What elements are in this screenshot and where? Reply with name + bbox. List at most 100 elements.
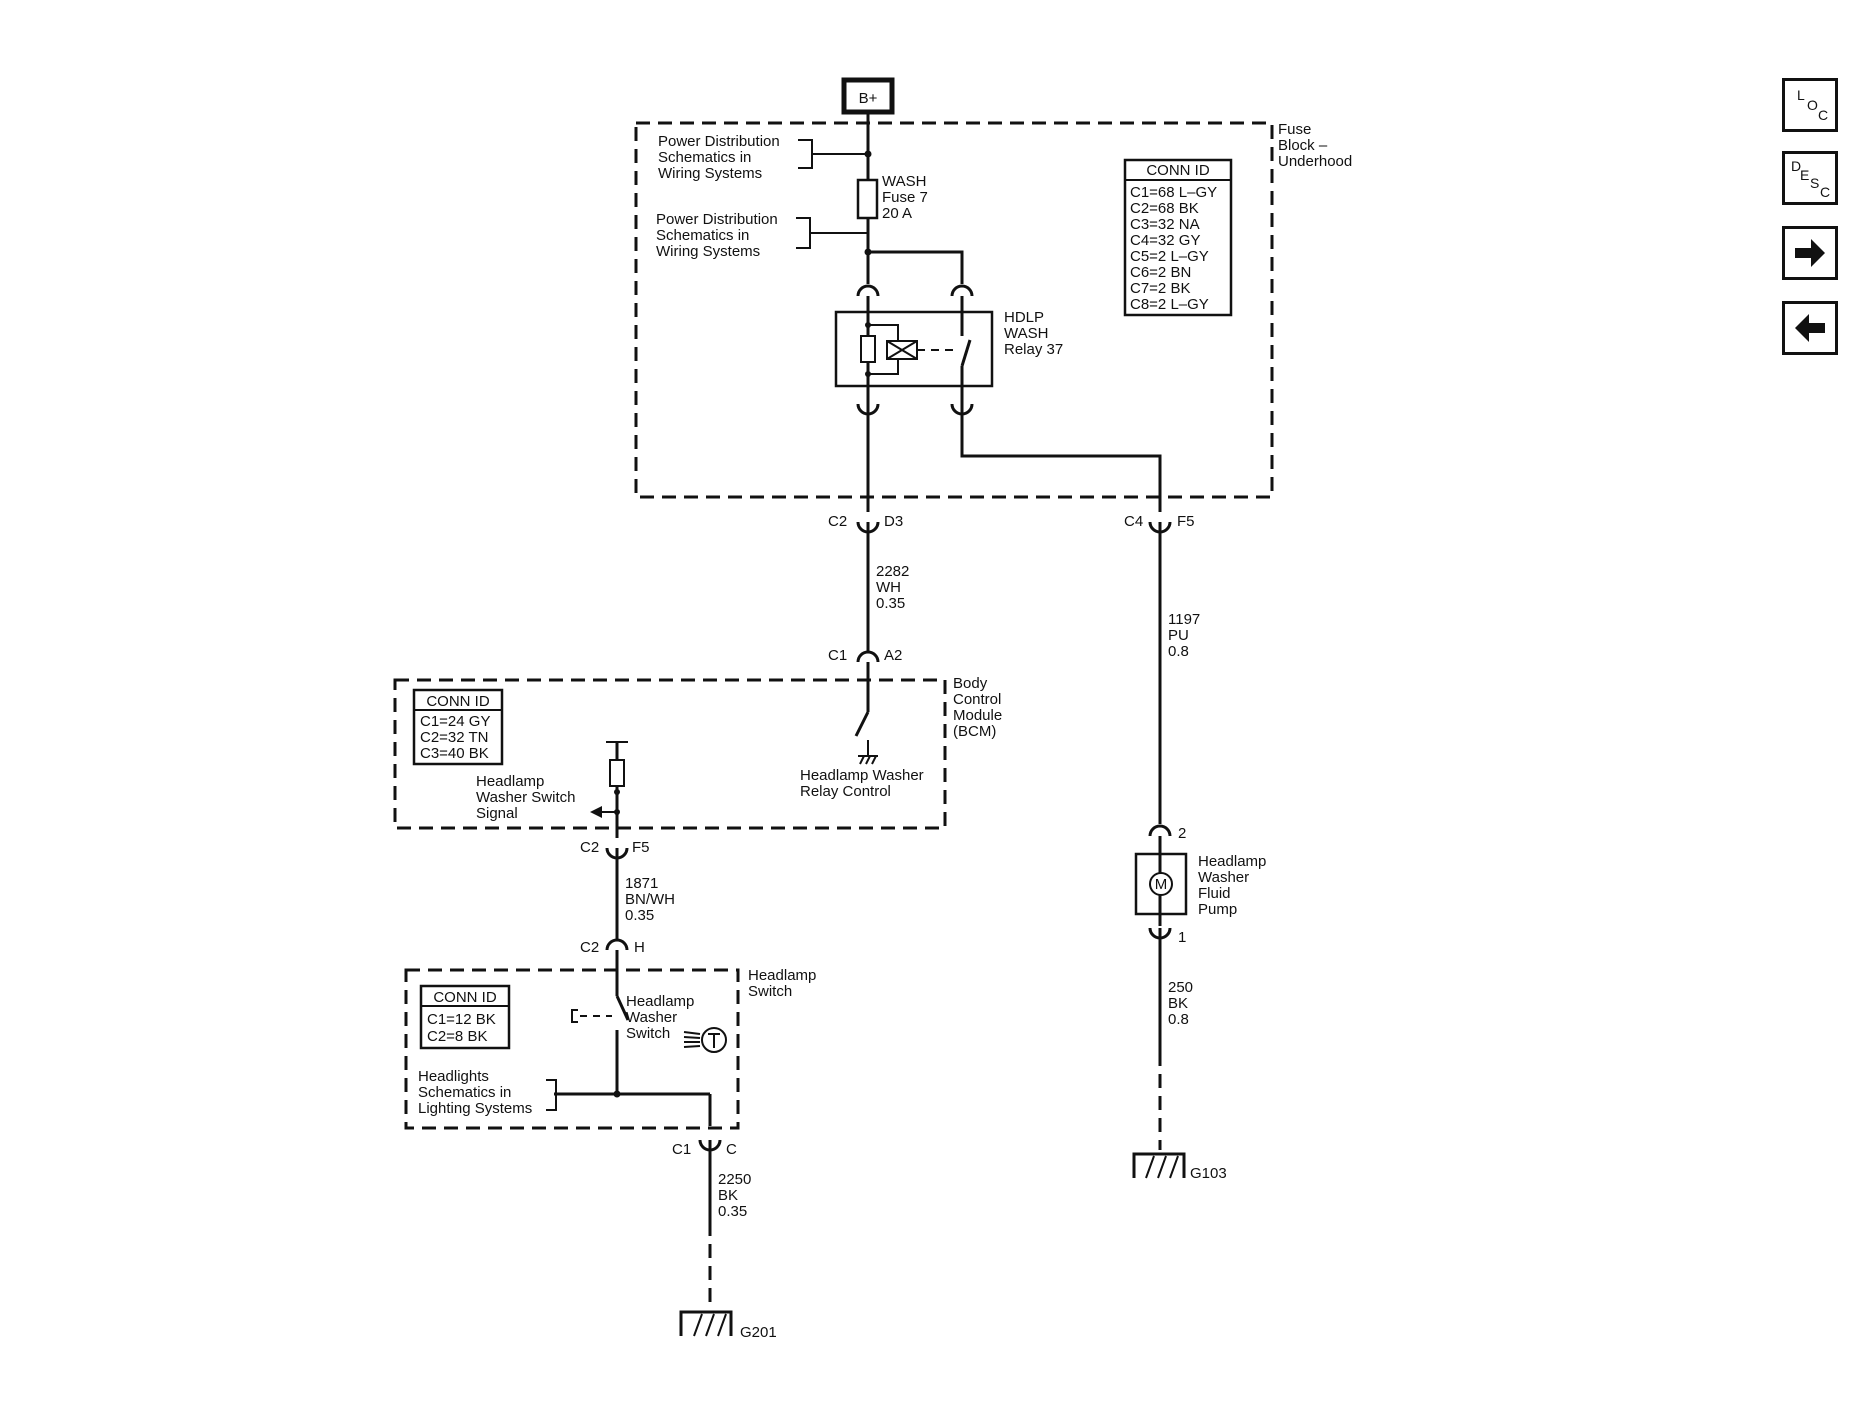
relay-control-label: Headlamp Washer Relay Control xyxy=(800,767,924,800)
svg-text:C6=2 BN: C6=2 BN xyxy=(1130,264,1191,281)
bcm-conn-id-table: CONN ID C1=24 GY C2=32 TN C3=40 BK xyxy=(412,688,504,766)
svg-text:Relay 37: Relay 37 xyxy=(1004,341,1063,358)
svg-text:Fuse 7: Fuse 7 xyxy=(882,189,928,206)
svg-text:2282: 2282 xyxy=(876,563,909,580)
svg-text:C2=68 BK: C2=68 BK xyxy=(1130,200,1199,217)
fuse-block-name: Fuse Block – Underhood xyxy=(1278,121,1352,170)
svg-text:0.35: 0.35 xyxy=(876,595,905,612)
svg-text:0.8: 0.8 xyxy=(1168,1011,1189,1028)
svg-text:Relay Control: Relay Control xyxy=(800,783,891,800)
svg-text:Signal: Signal xyxy=(476,805,518,822)
bcm-a2-label: A2 xyxy=(884,647,902,664)
fuse-block-c2-label: C2 xyxy=(828,513,847,530)
desc-letter-s: S xyxy=(1810,175,1820,191)
svg-text:0.8: 0.8 xyxy=(1168,643,1189,660)
svg-text:Washer: Washer xyxy=(626,1009,677,1026)
svg-text:Control: Control xyxy=(953,691,1001,708)
fuse-block-boundary xyxy=(634,121,1274,499)
svg-text:WASH: WASH xyxy=(882,173,926,190)
svg-text:1871: 1871 xyxy=(625,875,658,892)
arrow-right-icon xyxy=(1795,239,1825,267)
svg-text:1197: 1197 xyxy=(1168,611,1200,628)
svg-text:Fluid: Fluid xyxy=(1198,885,1231,902)
svg-text:Headlamp: Headlamp xyxy=(1198,853,1266,870)
pump-motor-symbol: M xyxy=(1155,876,1168,893)
svg-text:Schematics in: Schematics in xyxy=(658,149,751,166)
svg-text:Headlamp: Headlamp xyxy=(748,967,816,984)
svg-text:Wiring Systems: Wiring Systems xyxy=(656,243,760,260)
b-plus-label: B+ xyxy=(859,90,878,107)
svg-text:C8=2 L–GY: C8=2 L–GY xyxy=(1130,296,1209,313)
svg-text:Washer Switch: Washer Switch xyxy=(476,789,575,806)
svg-text:Headlamp: Headlamp xyxy=(626,993,694,1010)
location-button[interactable]: L O C xyxy=(1782,78,1838,132)
svg-text:Lighting Systems: Lighting Systems xyxy=(418,1100,532,1117)
battery-positive-terminal: B+ xyxy=(841,77,895,115)
svg-text:0.35: 0.35 xyxy=(625,907,654,924)
svg-text:250: 250 xyxy=(1168,979,1193,996)
switch-c-label: C xyxy=(726,1141,737,1158)
previous-page-button[interactable] xyxy=(1782,301,1838,355)
svg-text:Switch: Switch xyxy=(626,1025,670,1042)
fuse-block-d3-label: D3 xyxy=(884,513,903,530)
fuse-block-f5-label: F5 xyxy=(1177,513,1195,530)
hdlp-wash-relay-label: HDLP WASH Relay 37 xyxy=(1004,309,1063,358)
wire-1197-label: 1197 PU 0.8 xyxy=(1168,611,1200,660)
ground-g103: G103 xyxy=(1132,1152,1227,1182)
svg-text:Underhood: Underhood xyxy=(1278,153,1352,170)
svg-text:C2=32 TN: C2=32 TN xyxy=(420,729,489,746)
svg-text:Power Distribution: Power Distribution xyxy=(658,133,780,150)
svg-text:WH: WH xyxy=(876,579,901,596)
description-button[interactable]: D E S C xyxy=(1782,151,1838,205)
washer-fluid-pump: M xyxy=(1134,836,1188,926)
headlights-ref: Headlights Schematics in Lighting System… xyxy=(418,1068,557,1117)
washer-switch-label: Headlamp Washer Switch xyxy=(626,993,694,1042)
wire-250-label: 250 BK 0.8 xyxy=(1168,979,1193,1028)
bcm-name: Body Control Module (BCM) xyxy=(953,675,1002,740)
svg-text:Body: Body xyxy=(953,675,988,692)
svg-text:G103: G103 xyxy=(1190,1165,1227,1182)
svg-text:Fuse: Fuse xyxy=(1278,121,1311,138)
wash-fuse-label: WASH Fuse 7 20 A xyxy=(882,173,928,222)
washer-switch-signal-label: Headlamp Washer Switch Signal xyxy=(476,773,575,822)
svg-text:Pump: Pump xyxy=(1198,901,1237,918)
bcm-c2-label: C2 xyxy=(580,839,599,856)
svg-text:Headlamp: Headlamp xyxy=(476,773,544,790)
svg-text:BK: BK xyxy=(1168,995,1188,1012)
wire-1871-label: 1871 BN/WH 0.35 xyxy=(625,875,675,924)
next-page-button[interactable] xyxy=(1782,226,1838,280)
bcm-c1-label: C1 xyxy=(828,647,847,664)
headlamp-icon xyxy=(683,1027,727,1053)
svg-text:(BCM): (BCM) xyxy=(953,723,996,740)
svg-text:Headlights: Headlights xyxy=(418,1068,489,1085)
svg-text:BK: BK xyxy=(718,1187,738,1204)
svg-text:Block –: Block – xyxy=(1278,137,1328,154)
svg-text:Washer: Washer xyxy=(1198,869,1249,886)
switch-conn-id-table: CONN ID C1=12 BK C2=8 BK xyxy=(419,984,511,1050)
svg-text:20 A: 20 A xyxy=(882,205,912,222)
bcm-boundary xyxy=(393,678,947,830)
svg-text:HDLP: HDLP xyxy=(1004,309,1044,326)
pump-pin-1-label: 1 xyxy=(1178,929,1186,946)
svg-text:CONN ID: CONN ID xyxy=(433,989,497,1006)
desc-letter-e: E xyxy=(1800,167,1810,183)
svg-text:C4=32 GY: C4=32 GY xyxy=(1130,232,1200,249)
svg-text:C3=32 NA: C3=32 NA xyxy=(1130,216,1200,233)
svg-text:WASH: WASH xyxy=(1004,325,1048,342)
wire-2250-label: 2250 BK 0.35 xyxy=(718,1171,751,1220)
headlamp-switch-name: Headlamp Switch xyxy=(748,967,816,1000)
ground-g201: G201 xyxy=(679,1310,777,1341)
svg-text:Switch: Switch xyxy=(748,983,792,1000)
svg-text:C1=12 BK: C1=12 BK xyxy=(427,1011,496,1028)
washer-fluid-pump-label: Headlamp Washer Fluid Pump xyxy=(1198,853,1266,918)
power-distribution-ref-2: Power Distribution Schematics in Wiring … xyxy=(656,211,868,260)
loc-letter-c: C xyxy=(1818,107,1829,123)
headlamp-switch-boundary xyxy=(404,968,740,1130)
svg-text:BN/WH: BN/WH xyxy=(625,891,675,908)
svg-text:Module: Module xyxy=(953,707,1002,724)
svg-text:C7=2 BK: C7=2 BK xyxy=(1130,280,1190,297)
svg-text:C2=8 BK: C2=8 BK xyxy=(427,1028,487,1045)
power-distribution-ref-1: Power Distribution Schematics in Wiring … xyxy=(658,133,868,182)
svg-text:G201: G201 xyxy=(740,1324,777,1341)
fuse-block-c4-label: C4 xyxy=(1124,513,1143,530)
